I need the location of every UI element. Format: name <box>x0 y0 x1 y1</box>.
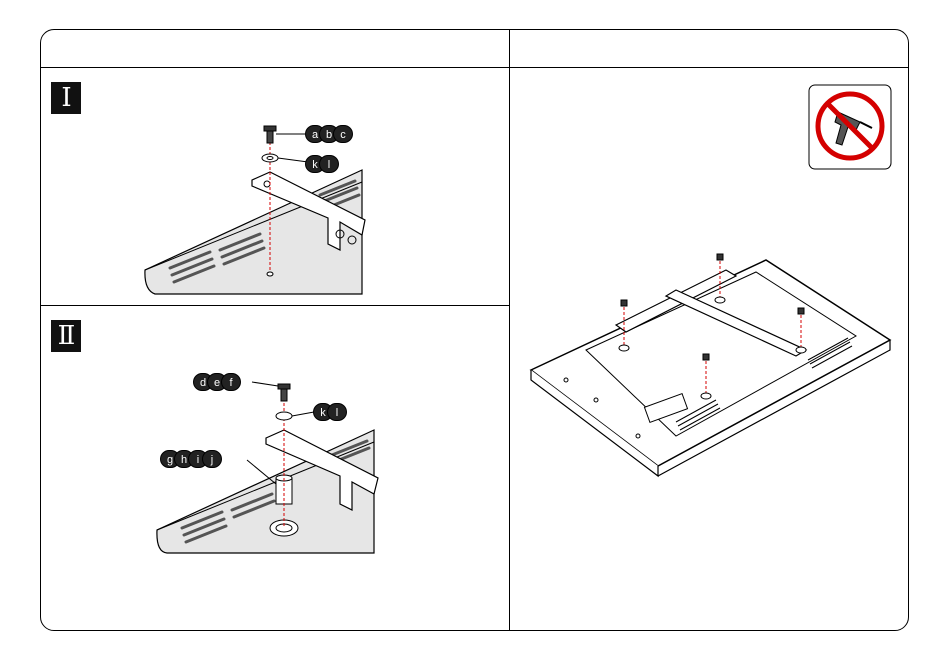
header-divider <box>41 67 908 68</box>
column-divider <box>509 30 510 630</box>
step-divider <box>41 305 509 306</box>
part-tag-c: c <box>333 125 353 143</box>
part-tag-l: l <box>319 155 339 173</box>
no-power-drill-icon <box>808 84 892 170</box>
tv-mount-illustration <box>526 250 896 480</box>
step-one-badge: Ⅰ <box>51 82 81 114</box>
step-two-badge: Ⅱ <box>51 320 81 352</box>
part-tag-l: l <box>327 403 347 421</box>
part-tag-j: j <box>202 450 222 468</box>
part-tag-f: f <box>221 373 241 391</box>
